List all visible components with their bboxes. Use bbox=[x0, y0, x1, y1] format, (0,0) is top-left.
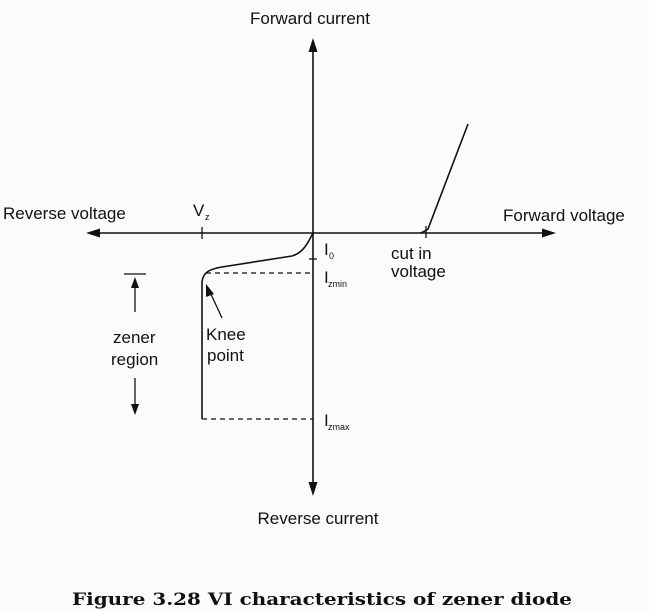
izmin-label: I bbox=[324, 268, 329, 287]
izmax-subscript: zmax bbox=[328, 422, 350, 432]
reverse-voltage-arrowhead bbox=[86, 228, 100, 238]
zener-region-label-line2: region bbox=[111, 350, 158, 369]
vz-subscript: z bbox=[205, 212, 210, 222]
reverse-voltage-label: Reverse voltage bbox=[3, 204, 126, 223]
izmax-label: I bbox=[324, 411, 329, 430]
knee-point-label-line1: Knee bbox=[206, 325, 246, 344]
vz-label: V bbox=[193, 201, 205, 220]
i0-label: I bbox=[324, 240, 329, 259]
forward-current-label: Forward current bbox=[250, 9, 370, 28]
reverse-current-label: Reverse current bbox=[258, 509, 379, 528]
zener-region-label-line1: zener bbox=[113, 328, 156, 347]
forward-voltage-arrowhead bbox=[542, 228, 556, 238]
forward-voltage-label: Forward voltage bbox=[503, 206, 625, 225]
forward-curve bbox=[419, 123, 469, 234]
forward-current-arrowhead bbox=[308, 38, 318, 52]
reverse-curve bbox=[201, 232, 314, 419]
zener-region-down-arrowhead bbox=[131, 404, 139, 415]
cut-in-label-line1: cut in bbox=[391, 244, 432, 263]
reverse-current-arrowhead bbox=[308, 482, 318, 496]
knee-point-arrowhead bbox=[206, 284, 214, 297]
knee-point-label-line2: point bbox=[207, 346, 244, 365]
i0-subscript: 0 bbox=[329, 251, 334, 261]
izmin-subscript: zmin bbox=[328, 279, 347, 289]
figure-caption: Figure 3.28 VI characteristics of zener … bbox=[72, 590, 572, 610]
knee-point-pointer bbox=[209, 291, 223, 319]
cut-in-label-line2: voltage bbox=[391, 262, 446, 281]
zener-region-up-arrowhead bbox=[131, 277, 139, 288]
